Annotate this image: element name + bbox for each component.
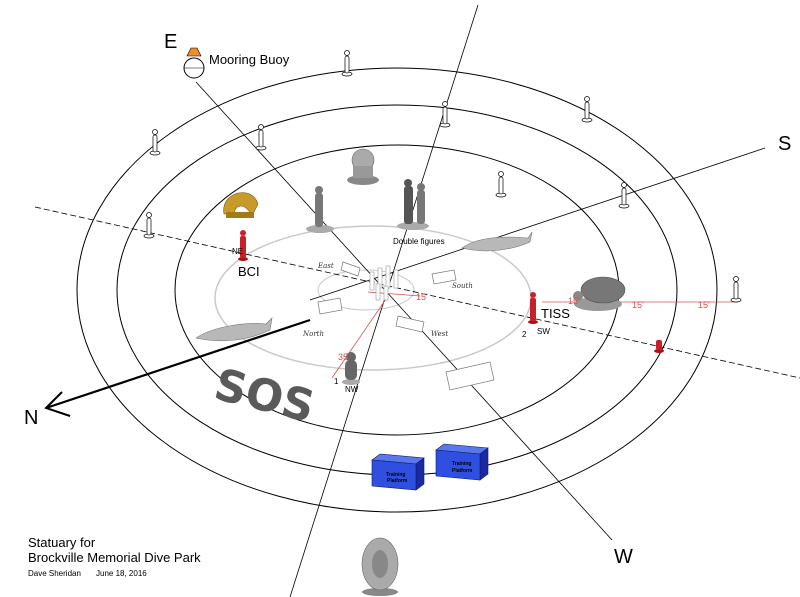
marker-figure <box>495 171 507 198</box>
nw-bust-statue <box>342 352 360 385</box>
outer-ring <box>76 67 718 513</box>
sturgeon-statue-north <box>195 317 273 342</box>
bench-north-label: North <box>302 330 324 338</box>
nw-marker-number: 1 <box>334 377 339 386</box>
dimension-35 <box>331 295 389 379</box>
bench-north <box>317 297 343 315</box>
training-platform-2: Training Platform <box>435 443 489 481</box>
tiss-marker-number: 2 <box>522 330 527 339</box>
standing-diver-statue <box>306 186 334 233</box>
marker-figure <box>618 182 630 209</box>
title-date: June 18, 2016 <box>96 569 147 578</box>
axis-diagonal <box>289 4 479 597</box>
north-arrow-line <box>45 318 311 410</box>
axis-east-west <box>195 81 613 541</box>
inner-ring <box>214 225 532 371</box>
red-marker-outer <box>654 340 664 353</box>
mooring-buoy-label: Mooring Buoy <box>209 52 290 67</box>
title-line2: Brockville Memorial Dive Park <box>28 550 201 565</box>
turtle-statue <box>573 276 626 311</box>
bench-south <box>431 269 457 285</box>
dim-15-outer: 15' <box>698 300 710 310</box>
dim-15-tiss: 15' <box>568 296 580 306</box>
marker-figure <box>143 212 155 239</box>
marker-figure <box>730 276 742 303</box>
compass-north-label: N <box>24 407 38 429</box>
frame-structure <box>445 361 495 391</box>
title-line1: Statuary for <box>28 535 96 550</box>
center-figure-group <box>369 265 399 301</box>
center-ring <box>317 269 415 311</box>
sos-letters: SOS <box>209 359 319 433</box>
golden-arch-statue <box>223 192 259 218</box>
title-author: Dave Sheridan <box>28 569 81 578</box>
bci-tag: NE <box>232 247 243 256</box>
compass-east-label: E <box>164 31 177 53</box>
marker-figure <box>581 96 593 123</box>
marker-figure <box>255 124 267 151</box>
bench-west <box>395 315 425 333</box>
dome-statue <box>347 148 379 185</box>
platform-1-label-line1: Training <box>386 472 405 478</box>
bench-south-label: South <box>452 282 473 290</box>
mooring-buoy <box>183 47 205 79</box>
compass-south-label: S <box>778 133 791 155</box>
platform-1-label-line2: Platform <box>387 478 408 484</box>
compass-west-label: W <box>614 546 633 568</box>
bci-marker <box>238 230 248 261</box>
double-figures-statue <box>397 179 429 230</box>
bench-east-label: East <box>317 262 334 270</box>
bench-west-label: West <box>431 330 448 338</box>
dim-35: 35' <box>338 352 350 362</box>
bci-label: BCI <box>238 264 260 279</box>
tiss-label: TISS <box>541 306 570 321</box>
bench-shapes <box>317 261 495 391</box>
bench-east <box>340 261 361 277</box>
tiss-marker <box>528 292 538 324</box>
platform-2-label-line1: Training <box>452 461 471 467</box>
ring-markers <box>143 50 742 303</box>
nw-tag: NW <box>345 385 359 394</box>
dim-15-turtle: 15' <box>632 300 644 310</box>
sturgeon-statue-south <box>461 231 533 252</box>
dim-15-center: 15' <box>416 292 428 302</box>
shell-statue <box>361 537 399 596</box>
marker-figure <box>439 101 451 128</box>
platform-2-label-line2: Platform <box>452 468 473 474</box>
training-platform-1: Training Platform <box>371 453 425 491</box>
marker-figure <box>149 129 161 156</box>
north-arrow-head <box>44 391 71 417</box>
tiss-tag: SW <box>537 327 550 336</box>
double-figures-label: Double figures <box>393 237 445 246</box>
axis-northsouth-dashed <box>34 206 800 379</box>
marker-figure <box>341 50 353 77</box>
